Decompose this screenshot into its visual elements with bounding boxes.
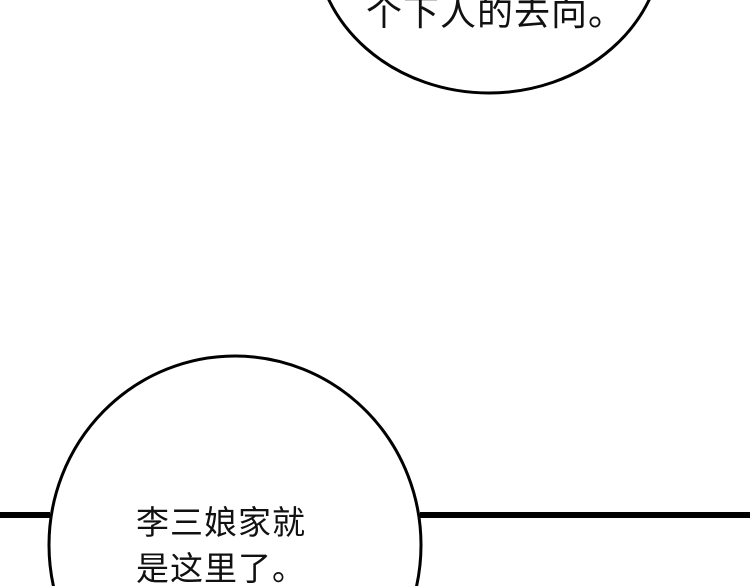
panel-border-line-left	[0, 512, 50, 518]
bottom-bubble-line-1: 李三娘家就	[136, 503, 306, 542]
bottom-bubble-text: 李三娘家就 是这里了。	[136, 500, 306, 586]
bottom-speech-bubble	[47, 354, 423, 586]
top-speech-bubble	[327, 0, 651, 95]
panel-border-line-right	[420, 512, 750, 518]
top-bubble-text: 个下人的去向。	[366, 0, 626, 34]
bottom-bubble-line-2: 是这里了。	[136, 549, 306, 586]
